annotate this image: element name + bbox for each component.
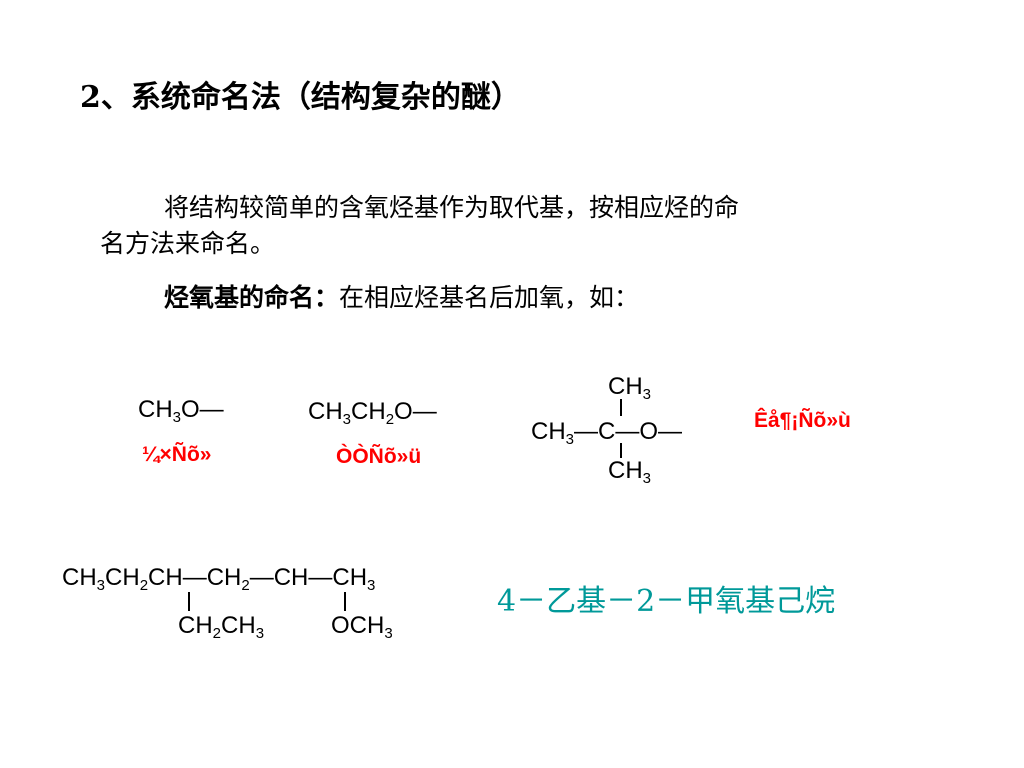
methoxy-formula: CH3O— xyxy=(138,396,224,426)
tbutoxy-bottom-ch3: CH3 xyxy=(608,457,652,487)
big-formula-name: 4－乙基－2－甲氧基己烷 xyxy=(497,584,836,619)
tbutoxy-bond-up xyxy=(620,399,622,416)
paragraph-line-1: 将结构较简单的含氧烃基作为取代基，按相应烃的命 xyxy=(164,193,740,222)
big-formula-bond-1 xyxy=(188,592,190,611)
big-formula-main-chain: CH3CH2CH—CH2—CH—CH3 xyxy=(62,564,376,594)
definition-text: 在相应烃基名后加氧，如： xyxy=(339,283,640,312)
tbutoxy-top-ch3: CH3 xyxy=(608,373,652,403)
big-formula-ethyl-branch: CH2CH3 xyxy=(178,612,265,642)
ethoxy-name: ÒÒÑõ»ü xyxy=(336,445,422,468)
paragraph-line-3: 烃氧基的命名：在相应烃基名后加氧，如： xyxy=(164,280,639,316)
big-formula-methoxy-branch: OCH3 xyxy=(331,612,393,642)
definition-term: 烃氧基的命名： xyxy=(164,283,340,312)
tbutoxy-name: Êå¶¡Ñõ»ù xyxy=(754,409,851,432)
tbutoxy-bond-down xyxy=(620,443,622,458)
paragraph-line-2: 名方法来命名。 xyxy=(100,229,276,258)
ethoxy-formula: CH3CH2O— xyxy=(308,398,437,428)
methoxy-name: ¼×Ñõ» xyxy=(142,443,212,466)
page-title: 2、系统命名法（结构复杂的醚） xyxy=(80,80,521,115)
tbutoxy-main-chain: CH3—C—O— xyxy=(531,418,683,448)
big-formula-bond-2 xyxy=(344,592,346,611)
